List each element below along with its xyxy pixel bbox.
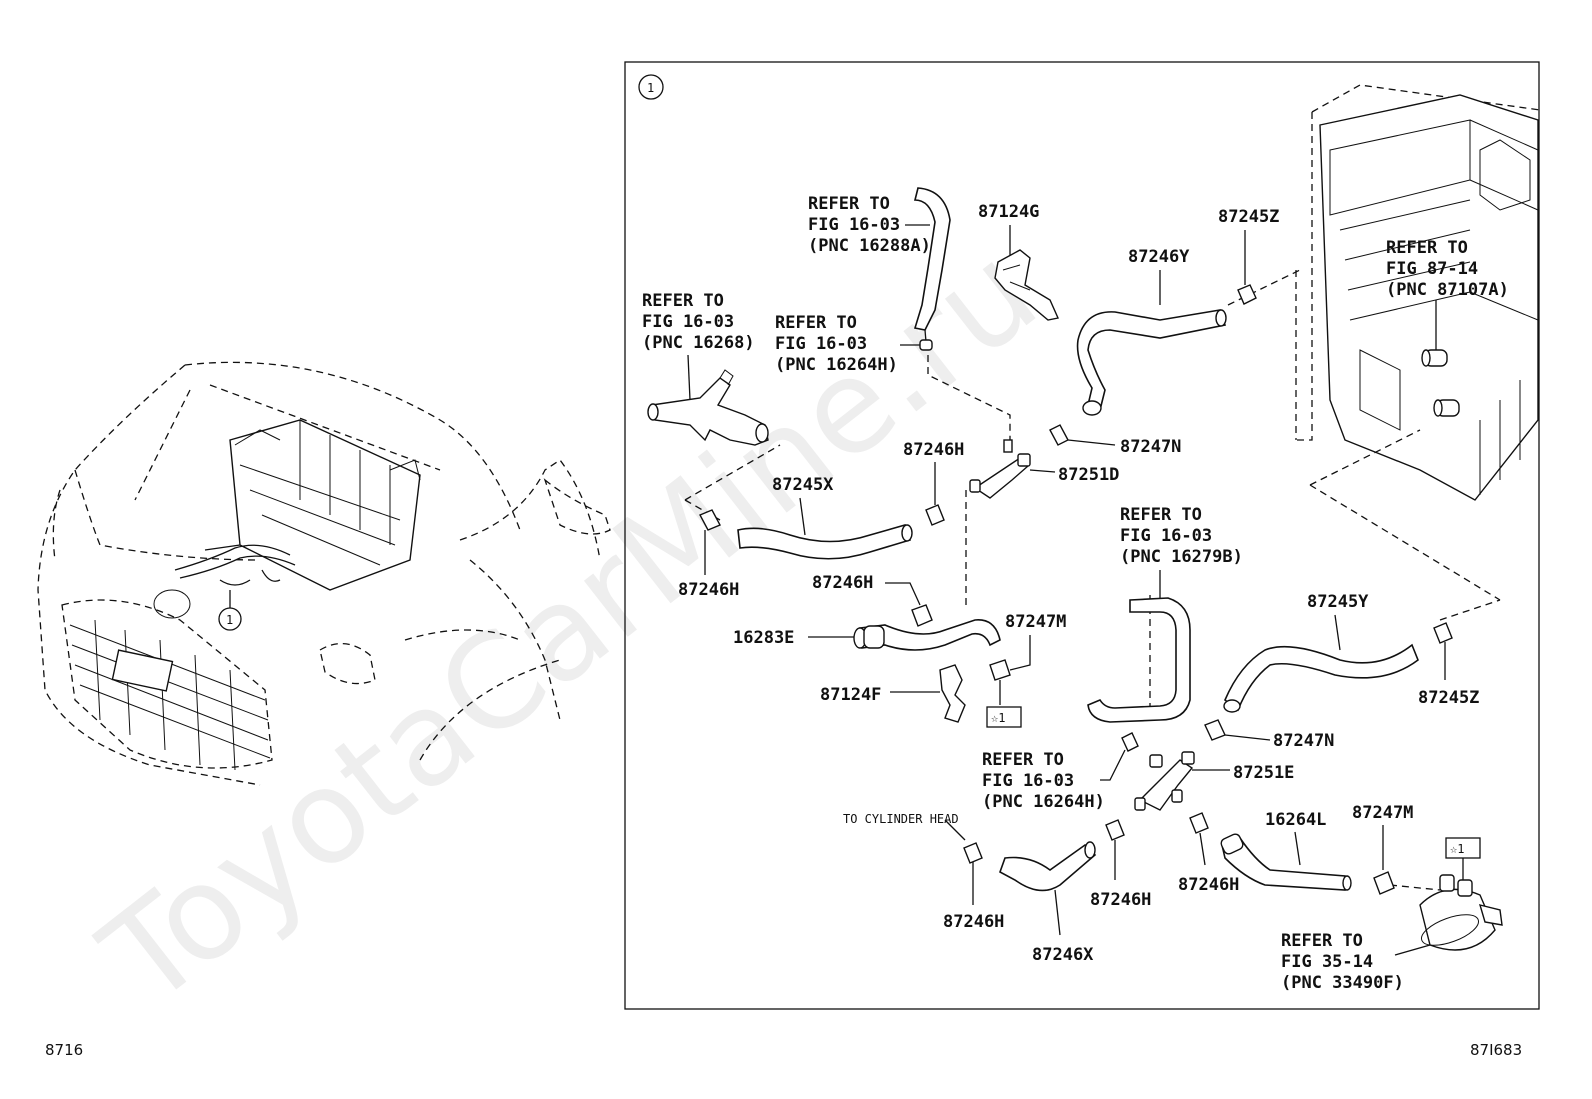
joint-87251D [973, 457, 1030, 499]
oil-cooler-33490F [1419, 888, 1496, 951]
clamp-87246H-b [699, 509, 721, 531]
ref-87107A: REFER TO FIG 87-14 (PNC 87107A) [1386, 238, 1509, 350]
label-16264L: 16264L [1265, 810, 1326, 830]
ref-16288A: REFER TO FIG 16-03 (PNC 16288A) [808, 194, 931, 256]
star-ref-top: ☆1 [991, 711, 1005, 725]
svg-text:(PNC 16279B): (PNC 16279B) [1120, 547, 1243, 567]
ref-16268: REFER TO FIG 16-03 (PNC 16268) [642, 291, 755, 401]
label-87124G: 87124G [978, 202, 1039, 222]
clamp-87247N-bot [1204, 719, 1226, 741]
label-87246H-e: 87246H [1090, 890, 1151, 910]
label-87245X: 87245X [772, 475, 834, 495]
joint-87251E [1138, 759, 1194, 811]
label-87246H-b: 87246H [678, 580, 739, 600]
clamp-87246H-f [1189, 812, 1209, 834]
label-87247M-bot: 87247M [1352, 803, 1413, 823]
svg-text:REFER TO: REFER TO [808, 194, 890, 214]
svg-text:(PNC 16264H): (PNC 16264H) [982, 792, 1105, 812]
label-87247M-top: 87247M [1005, 612, 1066, 632]
clamp-87247M-bot [1373, 871, 1395, 895]
svg-text:REFER TO: REFER TO [1281, 931, 1363, 951]
label-87247N-top: 87247N [1120, 437, 1181, 457]
clamp-87246H-d [963, 842, 983, 864]
svg-text:FIG 16-03: FIG 16-03 [642, 312, 734, 332]
svg-text:REFER TO: REFER TO [1386, 238, 1468, 258]
label-87251E: 87251E [1233, 763, 1294, 783]
water-valve [651, 377, 769, 446]
detail-frame [624, 61, 1540, 1010]
label-87247N-bot: 87247N [1273, 731, 1334, 751]
clamp-87245Z-bot [1433, 622, 1453, 644]
label-87124F: 87124F [820, 685, 881, 705]
ref-16264H-top: REFER TO FIG 16-03 (PNC 16264H) [775, 313, 920, 375]
label-87246H-a: 87246H [903, 440, 964, 460]
clamp-87246H-a [925, 504, 945, 526]
svg-text:(PNC 87107A): (PNC 87107A) [1386, 280, 1509, 300]
svg-text:(PNC 16264H): (PNC 16264H) [775, 355, 898, 375]
label-87246Y: 87246Y [1128, 247, 1190, 267]
label-87246H-d: 87246H [943, 912, 1004, 932]
svg-text:FIG 16-03: FIG 16-03 [775, 334, 867, 354]
svg-text:(PNC 33490F): (PNC 33490F) [1281, 973, 1404, 993]
hose-16283E [859, 619, 1001, 651]
svg-text:REFER TO: REFER TO [982, 750, 1064, 770]
clamp-87246H-c [911, 604, 933, 627]
svg-text:FIG 16-03: FIG 16-03 [1120, 526, 1212, 546]
label-87251D: 87251D [1058, 465, 1119, 485]
svg-text:FIG 35-14: FIG 35-14 [1281, 952, 1373, 972]
svg-text:REFER TO: REFER TO [1120, 505, 1202, 525]
svg-text:(PNC 16268): (PNC 16268) [642, 333, 755, 353]
svg-text:(PNC 16288A): (PNC 16288A) [808, 236, 931, 256]
to-cylinder-head: TO CYLINDER HEAD [843, 812, 959, 826]
detail-callout: 1 [647, 81, 654, 95]
ref-16264H-bot: REFER TO FIG 16-03 (PNC 16264H) [982, 749, 1126, 812]
bracket-87124F [939, 664, 966, 723]
clamp-87247N-top [1049, 424, 1069, 446]
svg-text:REFER TO: REFER TO [642, 291, 724, 311]
ref-16279B: REFER TO FIG 16-03 (PNC 16279B) [1120, 505, 1243, 600]
label-87245Z-top: 87245Z [1218, 207, 1279, 227]
overview-callout: 1 [226, 613, 233, 627]
hose-87245Y [1224, 643, 1419, 712]
label-87246H-f: 87246H [1178, 875, 1239, 895]
hose-87246X [999, 843, 1097, 892]
hose-16279B [1087, 597, 1191, 723]
star-ref-bot: ☆1 [1450, 842, 1464, 856]
vehicle-overview: 1 [37, 361, 611, 786]
svg-text:FIG 16-03: FIG 16-03 [808, 215, 900, 235]
footer-left-code: 8716 [45, 1041, 83, 1059]
clamp-87246H-e [1105, 819, 1125, 841]
heater-unit [1295, 84, 1541, 501]
svg-text:FIG 16-03: FIG 16-03 [982, 771, 1074, 791]
label-87246X: 87246X [1032, 945, 1094, 965]
clamp-87245Z-top [1237, 284, 1257, 305]
label-87245Y: 87245Y [1307, 592, 1369, 612]
label-16283E: 16283E [733, 628, 794, 648]
label-87246H-c: 87246H [812, 573, 873, 593]
label-87245Z-bot: 87245Z [1418, 688, 1479, 708]
watermark: ToyotaCarMine.ru [75, 215, 1064, 1035]
footer-right-code: 87I683 [1470, 1041, 1522, 1059]
clamp-87247M-top [989, 659, 1011, 681]
ref-33490F: REFER TO FIG 35-14 (PNC 33490F) [1281, 931, 1431, 993]
hose-87246Y [1076, 309, 1227, 412]
svg-text:REFER TO: REFER TO [775, 313, 857, 333]
svg-text:FIG 87-14: FIG 87-14 [1386, 259, 1478, 279]
